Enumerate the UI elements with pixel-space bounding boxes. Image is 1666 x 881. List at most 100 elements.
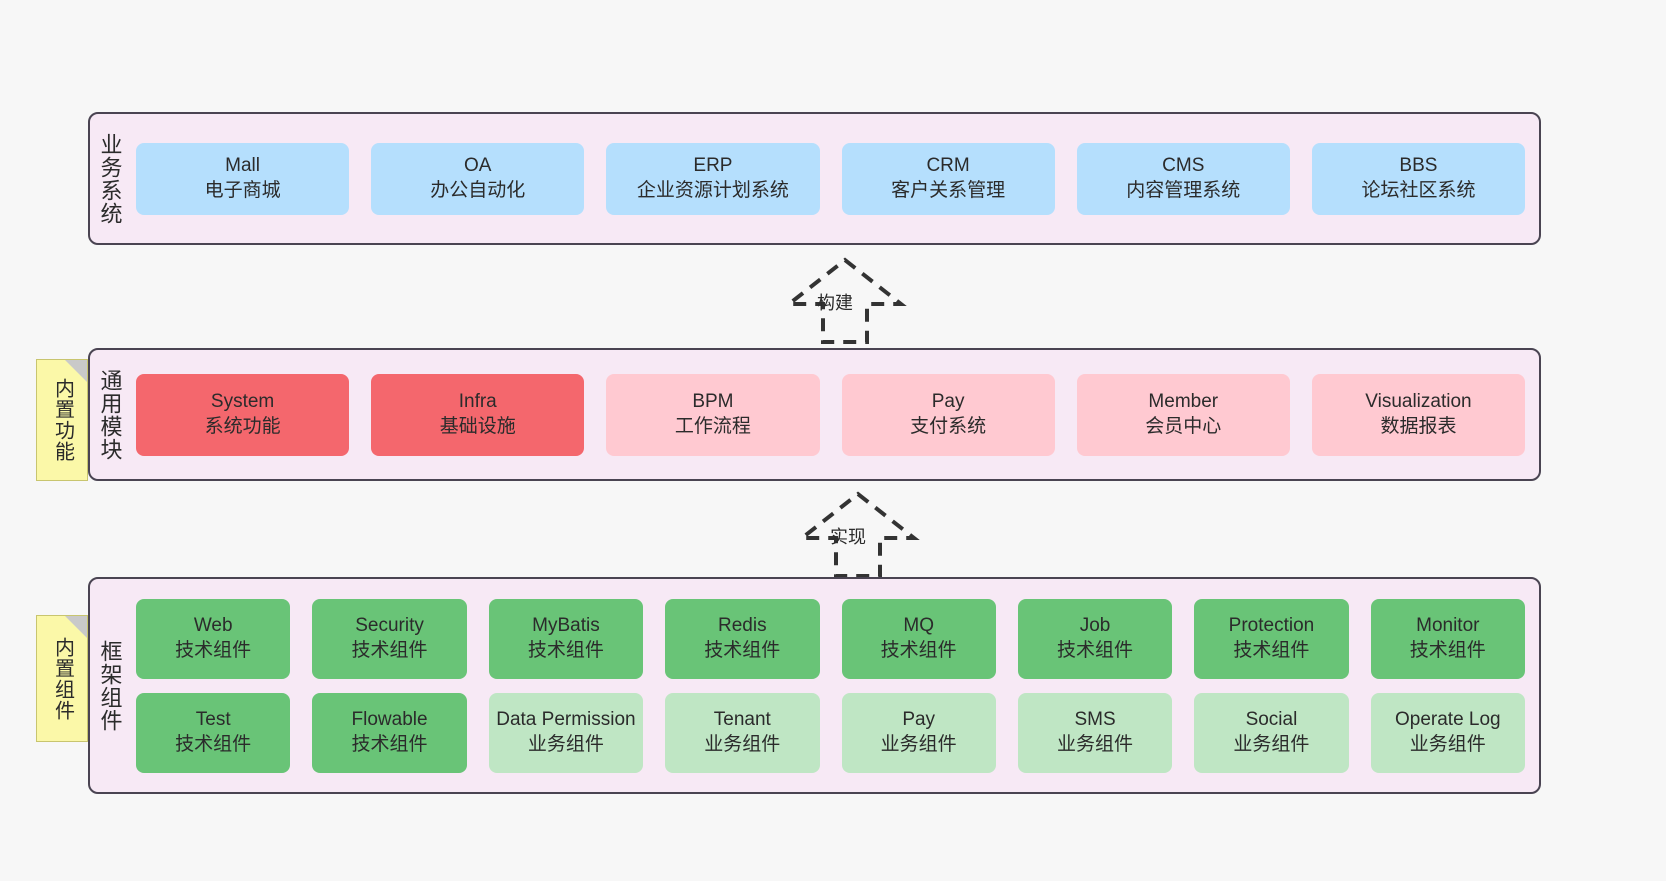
- module-card-crm[interactable]: CRM 客户关系管理: [841, 142, 1055, 215]
- module-card-en: Security: [355, 615, 424, 637]
- module-card-bbs[interactable]: BBS 论坛社区系统: [1311, 142, 1526, 215]
- module-card-cn: 论坛社区系统: [1361, 179, 1476, 201]
- module-card-cn: 办公自动化: [430, 179, 526, 201]
- module-card-cn: 业务组件: [1233, 733, 1310, 755]
- module-card-en: BPM: [692, 391, 734, 413]
- module-card-cn: 技术组件: [1233, 639, 1310, 661]
- module-card-cn: 技术组件: [175, 733, 252, 755]
- module-card-en: System: [210, 391, 275, 413]
- module-card-flowable[interactable]: Flowable 技术组件: [312, 692, 467, 773]
- module-card-en: ERP: [693, 155, 733, 177]
- note-fold-corner-icon: [65, 360, 87, 382]
- layer-common-row: System 系统功能 Infra 基础设施 BPM 工作流程 Pay 支付系统…: [136, 373, 1526, 456]
- module-card-pay[interactable]: Pay 支付系统: [841, 373, 1055, 456]
- note-builtin-function: 内置功能: [36, 359, 88, 481]
- module-card-en: CRM: [926, 155, 970, 177]
- module-card-cn: 业务组件: [880, 733, 957, 755]
- module-card-en: Redis: [718, 615, 767, 637]
- module-card-cn: 技术组件: [1057, 639, 1134, 661]
- module-card-en: MQ: [903, 615, 934, 637]
- module-card-en: Infra: [458, 391, 497, 413]
- module-card-en: BBS: [1399, 155, 1438, 177]
- dashed-hollow-arrow-up-icon: [796, 491, 920, 578]
- module-card-operate-log[interactable]: Operate Log 业务组件: [1370, 692, 1525, 773]
- module-card-cn: 基础设施: [439, 415, 516, 437]
- layer-framework-row-business: Test 技术组件 Flowable 技术组件 Data Permission …: [136, 692, 1525, 773]
- module-card-cn: 系统功能: [204, 415, 281, 437]
- layer-framework-component: 框架组件 Web 技术组件 Security 技术组件 MyBatis 技术组件…: [88, 577, 1541, 794]
- module-card-en: Protection: [1228, 615, 1315, 637]
- module-card-en: Operate Log: [1394, 709, 1501, 731]
- module-card-cn: 技术组件: [1409, 639, 1486, 661]
- module-card-cn: 技术组件: [880, 639, 957, 661]
- module-card-cn: 支付系统: [910, 415, 987, 437]
- module-card-en: Data Permission: [496, 709, 636, 731]
- layer-common-title: 通用模块: [97, 368, 123, 461]
- module-card-en: SMS: [1074, 709, 1116, 731]
- module-card-mall[interactable]: Mall 电子商城: [136, 142, 350, 215]
- module-card-tenant[interactable]: Tenant 业务组件: [665, 692, 820, 773]
- layer-business-row: Mall 电子商城 OA 办公自动化 ERP 企业资源计划系统 CRM 客户关系…: [136, 142, 1526, 215]
- module-card-test[interactable]: Test 技术组件: [136, 692, 291, 773]
- module-card-security[interactable]: Security 技术组件: [312, 598, 467, 679]
- module-card-data-permission[interactable]: Data Permission 业务组件: [488, 692, 644, 773]
- module-card-cn: 业务组件: [1057, 733, 1134, 755]
- module-card-bpm[interactable]: BPM 工作流程: [606, 373, 820, 456]
- module-card-en: Pay: [902, 709, 936, 731]
- module-card-en: Mall: [225, 155, 260, 177]
- layer-business-body: Mall 电子商城 OA 办公自动化 ERP 企业资源计划系统 CRM 客户关系…: [130, 114, 1539, 243]
- module-card-monitor[interactable]: Monitor 技术组件: [1370, 598, 1525, 679]
- dashed-hollow-arrow-up-icon: [783, 257, 907, 344]
- module-card-social[interactable]: Social 业务组件: [1194, 692, 1349, 773]
- layer-framework-title: 框架组件: [97, 639, 123, 732]
- connector-build: 构建: [755, 254, 935, 348]
- module-card-en: CMS: [1162, 155, 1205, 177]
- connector-implement: 实现: [768, 488, 948, 582]
- module-card-en: Visualization: [1365, 391, 1472, 413]
- module-card-protection[interactable]: Protection 技术组件: [1194, 598, 1349, 679]
- module-card-cn: 业务组件: [704, 733, 781, 755]
- note-fold-corner-icon: [65, 616, 87, 638]
- note-builtin-component: 内置组件: [36, 615, 88, 742]
- module-card-cms[interactable]: CMS 内容管理系统: [1076, 142, 1290, 215]
- module-card-cn: 企业资源计划系统: [636, 179, 789, 201]
- module-card-cn: 技术组件: [175, 639, 252, 661]
- module-card-member[interactable]: Member 会员中心: [1076, 373, 1290, 456]
- module-card-en: Social: [1245, 709, 1298, 731]
- layer-business-title: 业务系统: [97, 132, 123, 225]
- module-card-en: Job: [1079, 615, 1111, 637]
- module-card-en: Tenant: [713, 709, 771, 731]
- module-card-visualization[interactable]: Visualization 数据报表: [1311, 373, 1526, 456]
- module-card-mq[interactable]: MQ 技术组件: [841, 598, 996, 679]
- module-card-en: MyBatis: [532, 615, 600, 637]
- layer-framework-row-tech: Web 技术组件 Security 技术组件 MyBatis 技术组件 Redi…: [136, 598, 1525, 679]
- module-card-sms[interactable]: SMS 业务组件: [1017, 692, 1173, 773]
- module-card-cn: 内容管理系统: [1126, 179, 1241, 201]
- module-card-en: Monitor: [1416, 615, 1480, 637]
- module-card-cn: 电子商城: [204, 179, 281, 201]
- layer-common-module: 通用模块 System 系统功能 Infra 基础设施 BPM 工作流程 Pay…: [88, 348, 1541, 481]
- module-card-cn: 技术组件: [704, 639, 781, 661]
- module-card-cn: 会员中心: [1145, 415, 1222, 437]
- module-card-erp[interactable]: ERP 企业资源计划系统: [606, 142, 820, 215]
- module-card-cn: 数据报表: [1380, 415, 1457, 437]
- module-card-oa[interactable]: OA 办公自动化: [371, 142, 585, 215]
- module-card-system[interactable]: System 系统功能: [136, 373, 350, 456]
- module-card-job[interactable]: Job 技术组件: [1017, 598, 1173, 679]
- module-card-redis[interactable]: Redis 技术组件: [665, 598, 820, 679]
- note-builtin-component-label: 内置组件: [51, 636, 74, 721]
- module-card-en: Flowable: [351, 709, 428, 731]
- module-card-en: OA: [464, 155, 492, 177]
- module-card-web[interactable]: Web 技术组件: [136, 598, 291, 679]
- note-builtin-function-label: 内置功能: [51, 378, 74, 462]
- layer-framework-body: Web 技术组件 Security 技术组件 MyBatis 技术组件 Redi…: [130, 579, 1539, 792]
- module-card-mybatis[interactable]: MyBatis 技术组件: [488, 598, 644, 679]
- connector-build-label: 构建: [817, 293, 853, 313]
- module-card-cn: 技术组件: [351, 733, 428, 755]
- module-card-infra[interactable]: Infra 基础设施: [371, 373, 585, 456]
- module-card-pay-business[interactable]: Pay 业务组件: [841, 692, 996, 773]
- layer-common-body: System 系统功能 Infra 基础设施 BPM 工作流程 Pay 支付系统…: [130, 350, 1539, 479]
- connector-implement-label: 实现: [830, 527, 866, 547]
- module-card-cn: 工作流程: [674, 415, 751, 437]
- module-card-cn: 业务组件: [527, 733, 604, 755]
